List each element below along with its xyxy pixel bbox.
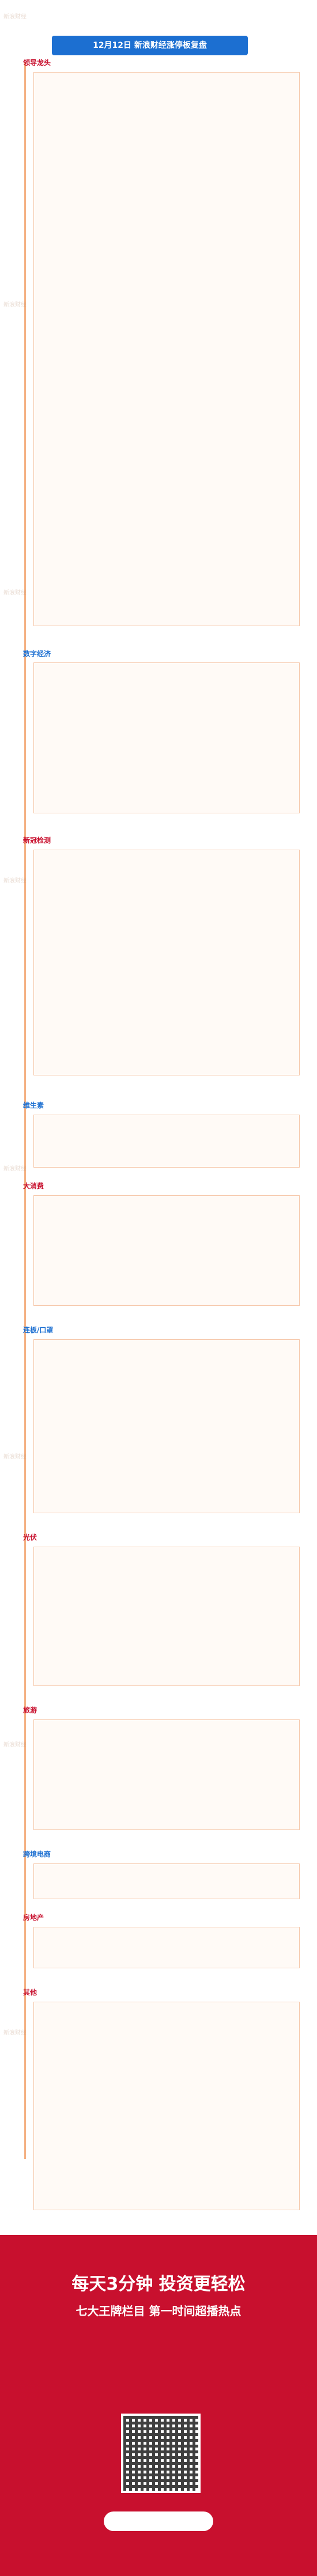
section-card (33, 1927, 300, 1968)
section-card (33, 72, 300, 626)
section-label-3: 新冠检测 (23, 836, 51, 844)
footer-headline: 每天3分钟 投资更轻松 (71, 2274, 246, 2294)
section-card (33, 1115, 300, 1168)
section-label-10: 房地产 (23, 1914, 44, 1922)
section-label-6: 连板/口罩 (23, 1326, 54, 1334)
watermark: 新浪财经 (3, 1742, 27, 1748)
watermark: 新浪财经 (3, 590, 27, 596)
section-card (33, 1547, 300, 1686)
footer-subheadline: 七大王牌栏目 第一时间超播热点 (76, 2304, 241, 2318)
timeline-line (24, 62, 26, 2159)
page-title: 12月12日 新浪财经涨停板复盘 (52, 36, 248, 55)
watermark: 新浪财经 (3, 1454, 27, 1460)
section-card (33, 1195, 300, 1306)
section-card (33, 1863, 300, 1899)
section-label-8: 旅游 (23, 1706, 37, 1714)
section-label-7: 光伏 (23, 1533, 37, 1541)
section-card (33, 2002, 300, 2210)
watermark: 新浪财经 (3, 14, 27, 20)
section-card (33, 1719, 300, 1830)
section-card (33, 850, 300, 1075)
watermark: 新浪财经 (3, 878, 27, 884)
watermark: 新浪财经 (3, 302, 27, 308)
section-card (33, 1339, 300, 1513)
section-label-9: 跨境电商 (23, 1850, 51, 1858)
watermark: 新浪财经 (3, 1166, 27, 1172)
watermark: 新浪财经 (3, 2030, 27, 2036)
section-label-4: 维生素 (23, 1101, 44, 1109)
qr-code (121, 2414, 201, 2493)
section-card (33, 662, 300, 813)
section-label-2: 数字经济 (23, 650, 51, 658)
footer-button[interactable] (104, 2511, 213, 2531)
section-label-5: 大消费 (23, 1182, 44, 1190)
section-label-11: 其他 (23, 1988, 37, 1997)
section-label-1: 领导龙头 (23, 59, 51, 67)
